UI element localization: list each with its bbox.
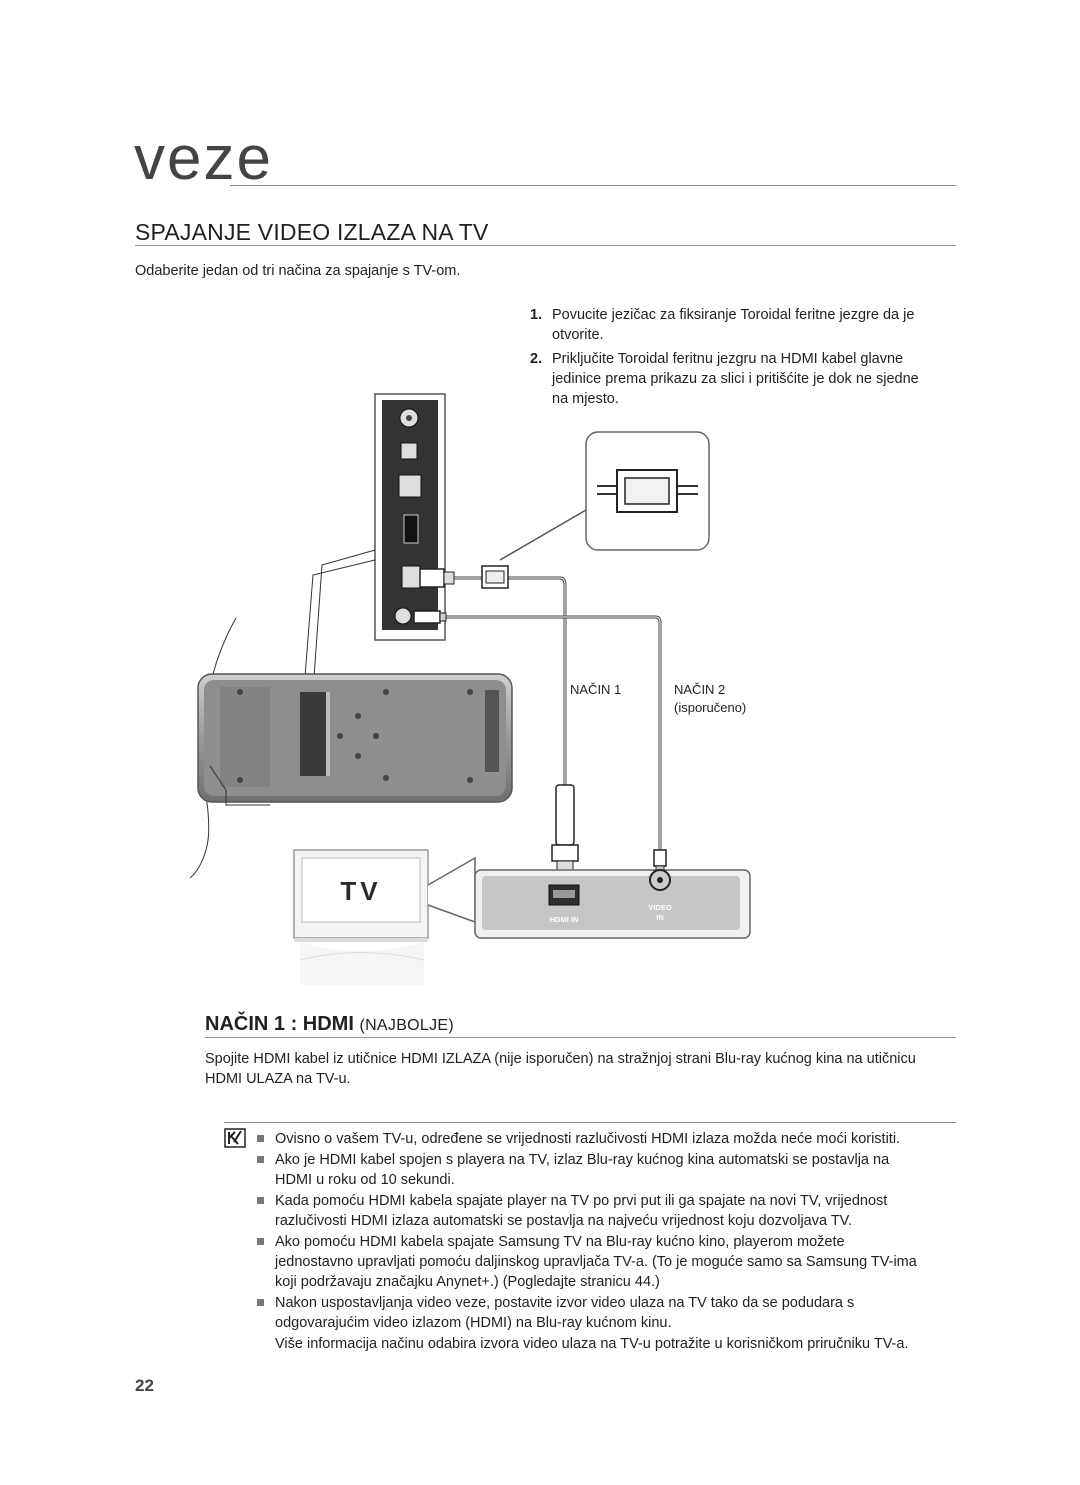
note-item: Ovisno o vašem TV-u, određene se vrijedn… — [255, 1129, 925, 1149]
hdmi-plug-top — [419, 568, 455, 588]
method2-note: (isporučeno) — [674, 700, 746, 715]
note-item: Kada pomoću HDMI kabela spajate player n… — [255, 1191, 925, 1231]
method-title-main: NAČIN 1 : HDMI — [205, 1013, 354, 1035]
method-title: NAČIN 1 : HDMI (NAJBOLJE) — [205, 1013, 454, 1036]
method-body: Spojite HDMI kabel iz utičnice HDMI IZLA… — [205, 1051, 916, 1087]
note-text: Nakon uspostavljanja video veze, postavi… — [275, 1295, 855, 1331]
connection-diagram: NAČIN 1 NAČIN 2 (isporučeno) — [189, 393, 751, 985]
bullet-icon — [257, 1238, 264, 1245]
notes-list: Ovisno o vašem TV-u, određene se vrijedn… — [255, 1129, 925, 1354]
method-rule — [205, 1037, 956, 1038]
steps-list: 1. Povucite jezičac za fiksiranje Toroid… — [530, 305, 930, 413]
method-title-suffix: (NAJBOLJE) — [359, 1017, 455, 1034]
step-number: 2. — [530, 351, 543, 367]
note-text: Ako pomoću HDMI kabela spajate Samsung T… — [275, 1234, 917, 1290]
note-icon — [224, 1128, 246, 1148]
ferrite-core-inset — [499, 431, 710, 561]
cables — [442, 576, 662, 850]
note-text: Kada pomoću HDMI kabela spajate player n… — [275, 1193, 888, 1229]
bullet-icon — [257, 1197, 264, 1204]
notes-rule — [224, 1122, 956, 1123]
note-text: Ovisno o vašem TV-u, određene se vrijedn… — [275, 1131, 901, 1147]
bullet-icon — [257, 1156, 264, 1163]
video-plug-top — [413, 610, 447, 624]
note-item: Nakon uspostavljanja video veze, postavi… — [255, 1293, 925, 1333]
step-item: 1. Povucite jezičac za fiksiranje Toroid… — [530, 305, 930, 345]
section-intro: Odaberite jedan od tri načina za spajanj… — [135, 263, 461, 279]
method2-label: NAČIN 2 — [674, 682, 725, 697]
main-unit — [189, 617, 513, 879]
note-item: Ako je HDMI kabel spojen s playera na TV… — [255, 1150, 925, 1190]
section-title: SPAJANJE VIDEO IZLAZA NA TV — [135, 219, 489, 245]
step-text: Priključite Toroidal feritnu jezgru na H… — [552, 351, 919, 407]
hdmi-in-label: HDMI IN — [550, 915, 579, 924]
video-label: VIDEO — [648, 903, 672, 912]
ferrite-on-cable — [481, 565, 509, 589]
tv-label: TV — [340, 876, 381, 906]
bullet-icon — [257, 1135, 264, 1142]
chapter-title: veze — [134, 124, 273, 193]
chapter-rule — [230, 185, 956, 186]
step-item: 2. Priključite Toroidal feritnu jezgru n… — [530, 349, 930, 409]
note-item: Ako pomoću HDMI kabela spajate Samsung T… — [255, 1232, 925, 1292]
tv-illustration: TV — [293, 849, 429, 985]
in-label: IN — [656, 913, 664, 922]
bullet-icon — [257, 1299, 264, 1306]
page-number: 22 — [135, 1376, 154, 1395]
section-rule — [135, 245, 956, 246]
note-text: Ako je HDMI kabel spojen s playera na TV… — [275, 1152, 890, 1188]
step-text: Povucite jezičac za fiksiranje Toroidal … — [552, 307, 915, 343]
note-extra-text: Više informacija načinu odabira izvora v… — [275, 1336, 909, 1352]
hdmi-plug-bottom — [551, 784, 579, 872]
method1-label: NAČIN 1 — [570, 682, 621, 697]
tv-input-panel: HDMI IN VIDEO IN — [427, 856, 751, 939]
step-number: 1. — [530, 307, 543, 323]
rear-panel-closeup — [374, 393, 446, 641]
